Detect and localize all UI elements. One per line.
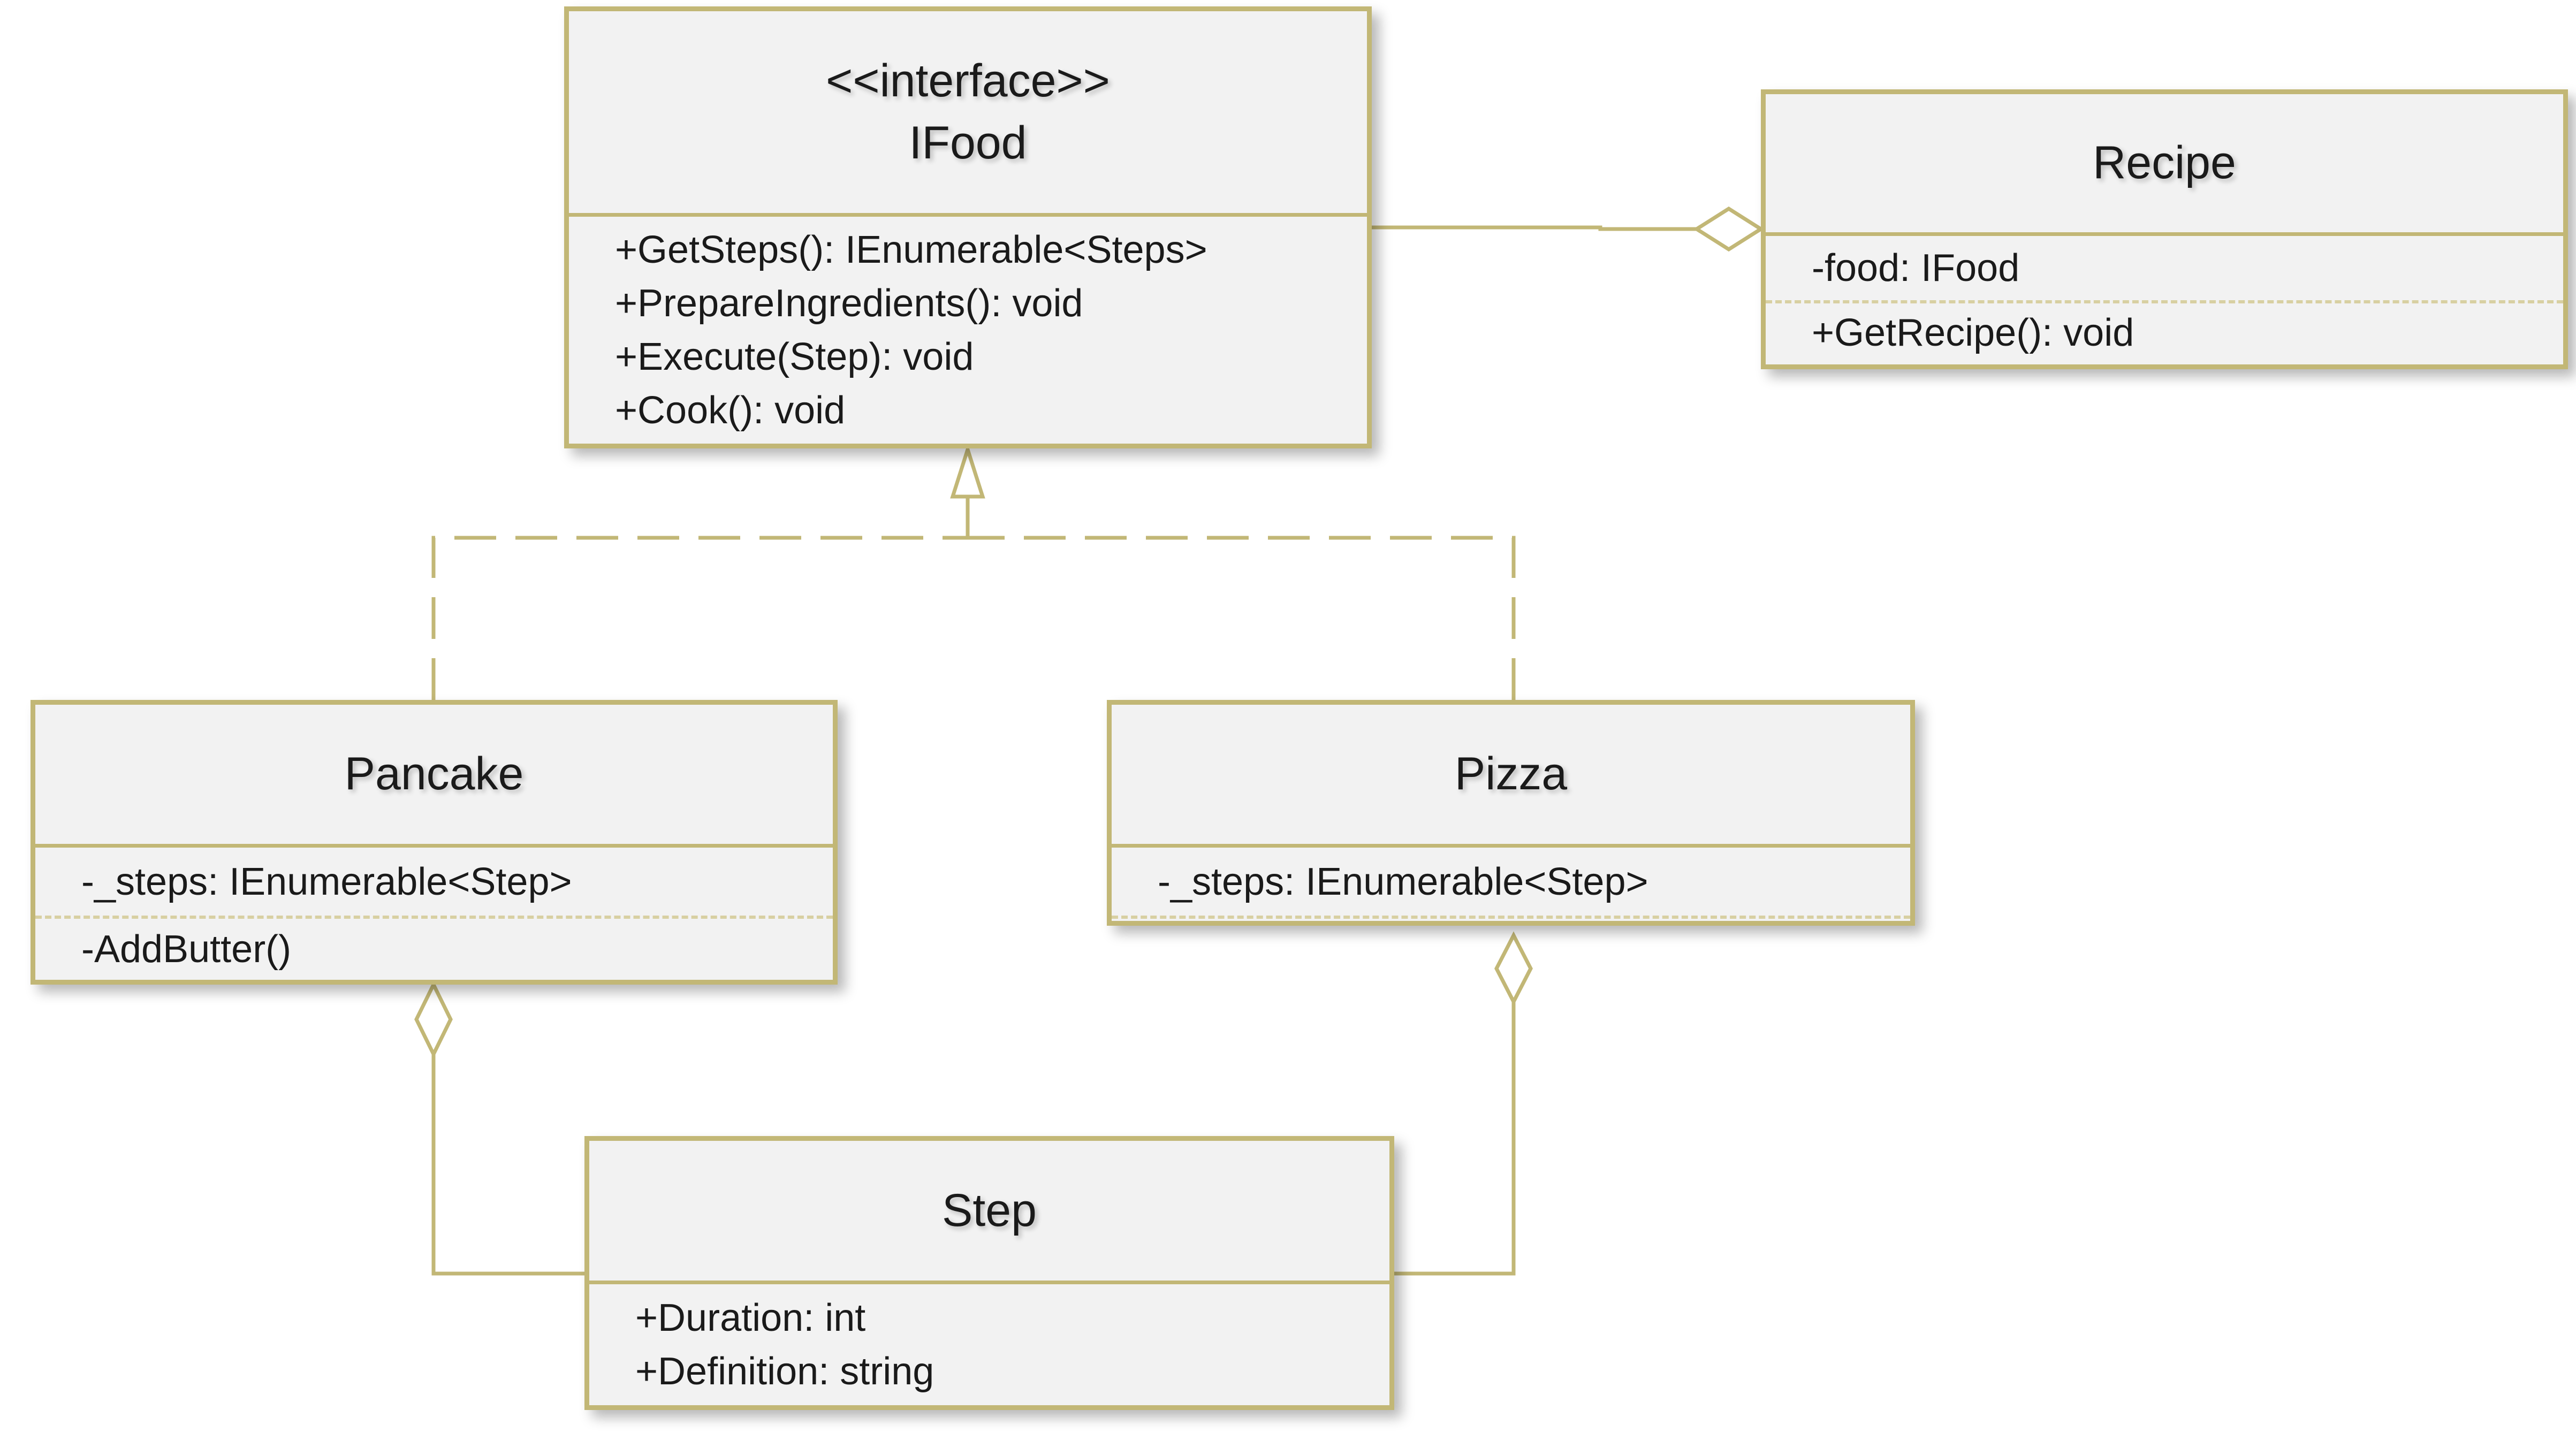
method: +GetSteps(): IEnumerable<Steps>: [615, 228, 1207, 271]
class-pancake-header: Pancake: [35, 705, 833, 848]
class-pancake-attributes: -_steps: IEnumerable<Step>: [35, 848, 833, 919]
aggregation-diamond-pancake: [414, 980, 453, 1058]
method: +Cook(): void: [615, 389, 846, 432]
class-ifood: <<interface>> IFood +GetSteps(): IEnumer…: [564, 6, 1372, 448]
attribute: -_steps: IEnumerable<Step>: [1158, 860, 1648, 903]
aggregation-line-recipe-ifood: [1372, 225, 1697, 231]
aggregation-diamond-pizza: [1494, 931, 1533, 1006]
realization-line-pizza: [968, 536, 1516, 700]
class-ifood-name: IFood: [909, 117, 1027, 169]
attribute: +Definition: string: [635, 1350, 934, 1393]
class-step-name: Step: [942, 1184, 1037, 1236]
method: +Execute(Step): void: [615, 336, 974, 378]
class-step-attributes: +Duration: int +Definition: string: [589, 1284, 1389, 1405]
class-pancake: Pancake -_steps: IEnumerable<Step> -AddB…: [31, 700, 838, 985]
attribute: +Duration: int: [635, 1297, 866, 1339]
realization-arrowhead: [950, 443, 985, 499]
class-recipe-name: Recipe: [2093, 137, 2236, 189]
class-recipe: Recipe -food: IFood +GetRecipe(): void: [1761, 89, 2568, 369]
class-ifood-methods: +GetSteps(): IEnumerable<Steps> +Prepare…: [569, 217, 1367, 444]
class-pizza-name: Pizza: [1454, 748, 1568, 800]
class-pancake-methods: -AddButter(): [35, 919, 833, 980]
class-pizza: Pizza -_steps: IEnumerable<Step>: [1107, 700, 1915, 926]
class-recipe-attributes: -food: IFood: [1766, 236, 2563, 303]
aggregation-line-pancake-step: [431, 1054, 584, 1276]
attribute: -_steps: IEnumerable<Step>: [81, 860, 572, 903]
aggregation-line-pizza-step: [1394, 1002, 1516, 1276]
class-ifood-stereotype: <<interface>>: [826, 55, 1110, 107]
class-pizza-header: Pizza: [1112, 705, 1910, 848]
class-pancake-name: Pancake: [344, 748, 524, 800]
class-step: Step +Duration: int +Definition: string: [584, 1136, 1394, 1410]
aggregation-diamond-recipe: [1693, 206, 1765, 252]
method: -AddButter(): [81, 928, 292, 971]
class-pizza-attributes: -_steps: IEnumerable<Step>: [1112, 848, 1910, 919]
class-ifood-header: <<interface>> IFood: [569, 11, 1367, 217]
class-recipe-header: Recipe: [1766, 94, 2563, 236]
attribute: -food: IFood: [1812, 247, 2020, 289]
class-step-header: Step: [589, 1141, 1389, 1284]
method: +GetRecipe(): void: [1812, 311, 2134, 354]
realization-line-pancake: [431, 536, 968, 700]
method: +PrepareIngredients(): void: [615, 282, 1083, 325]
class-recipe-methods: +GetRecipe(): void: [1766, 303, 2563, 362]
